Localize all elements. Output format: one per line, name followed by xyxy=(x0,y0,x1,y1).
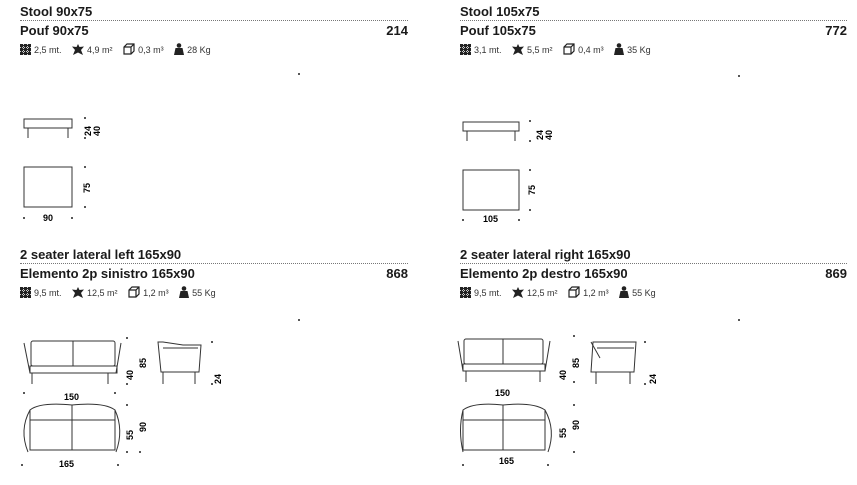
weight-icon xyxy=(179,286,190,298)
dim-width: 90 xyxy=(43,213,53,223)
fabric-spec: 3,1 mt. xyxy=(460,43,502,57)
dim-width: 105 xyxy=(483,214,498,224)
dim-depth: 75 xyxy=(527,185,537,195)
product-title-it-row: Pouf 90x75 214 xyxy=(20,22,408,39)
sofa-side-view xyxy=(157,341,202,384)
sofa-top-view xyxy=(23,403,121,453)
product-title-it-row: Elemento 2p sinistro 165x90 868 xyxy=(20,265,408,282)
leather-spec: 12,5 m² xyxy=(512,286,558,300)
product-title-it: Elemento 2p sinistro 165x90 xyxy=(20,266,195,281)
dim-arm-height: 24 xyxy=(648,374,658,384)
product-stool-90x75: Stool 90x75 Pouf 90x75 214 2,5 mt. 4,9 m… xyxy=(20,3,408,57)
volume-spec: 1,2 m³ xyxy=(128,286,169,300)
product-stool-105x75: Stool 105x75 Pouf 105x75 772 3,1 mt. 5,5… xyxy=(460,3,847,57)
dim-depth: 90 xyxy=(571,420,581,430)
product-title-it-row: Pouf 105x75 772 xyxy=(460,22,847,39)
dim-seat-depth: 55 xyxy=(125,430,135,440)
fabric-spec: 9,5 mt. xyxy=(20,286,62,300)
dim-total-height: 40 xyxy=(544,130,554,140)
dim-seat-depth: 55 xyxy=(558,428,568,438)
fabric-icon xyxy=(20,44,31,55)
leather-spec: 5,5 m² xyxy=(512,43,553,57)
leather-spec: 4,9 m² xyxy=(72,43,113,57)
stool-front-view xyxy=(462,121,520,132)
fabric-icon xyxy=(460,44,471,55)
weight-spec: 28 Kg xyxy=(174,43,211,57)
product-title-it: Elemento 2p destro 165x90 xyxy=(460,266,628,281)
sofa-front-view xyxy=(23,340,122,384)
product-code: 869 xyxy=(825,266,847,281)
fabric-spec: 9,5 mt. xyxy=(460,286,502,300)
product-2-seater-right: 2 seater lateral right 165x90 Elemento 2… xyxy=(460,246,847,300)
fabric-icon xyxy=(20,287,31,298)
dim-depth: 75 xyxy=(82,183,92,193)
product-title-en: Stool 90x75 xyxy=(20,3,408,21)
box-volume-icon xyxy=(563,43,575,55)
leather-hide-icon xyxy=(72,287,85,298)
product-title-it: Pouf 90x75 xyxy=(20,23,89,38)
spec-row: 9,5 mt. 12,5 m² 1,2 m³ 55 Kg xyxy=(20,286,408,300)
product-title-en: 2 seater lateral left 165x90 xyxy=(20,246,408,264)
dim-inner-width: 150 xyxy=(495,388,510,398)
stool-front-view xyxy=(23,118,73,129)
product-title-en: 2 seater lateral right 165x90 xyxy=(460,246,847,264)
sofa-front-view xyxy=(457,338,551,382)
dim-width: 165 xyxy=(499,456,514,466)
stool-top-view xyxy=(23,166,73,208)
dim-seat-height: 40 xyxy=(558,370,568,380)
dim-total-height: 40 xyxy=(92,126,102,136)
leather-hide-icon xyxy=(512,287,525,298)
sofa-side-view xyxy=(590,341,637,384)
fabric-spec: 2,5 mt. xyxy=(20,43,62,57)
spec-row: 2,5 mt. 4,9 m² 0,3 m³ 28 Kg xyxy=(20,43,408,57)
dim-depth: 90 xyxy=(138,422,148,432)
weight-icon xyxy=(619,286,630,298)
product-code: 214 xyxy=(386,23,408,38)
product-title-en: Stool 105x75 xyxy=(460,3,847,21)
product-code: 868 xyxy=(386,266,408,281)
dim-seat-height: 24 xyxy=(83,126,93,136)
weight-spec: 55 Kg xyxy=(619,286,656,300)
leather-hide-icon xyxy=(512,44,525,55)
volume-spec: 0,4 m³ xyxy=(563,43,604,57)
product-code: 772 xyxy=(825,23,847,38)
box-volume-icon xyxy=(123,43,135,55)
volume-spec: 1,2 m³ xyxy=(568,286,609,300)
spec-row: 3,1 mt. 5,5 m² 0,4 m³ 35 Kg xyxy=(460,43,847,57)
dim-inner-width: 150 xyxy=(64,392,79,402)
dim-width: 165 xyxy=(59,459,74,469)
dim-seat-height: 24 xyxy=(535,130,545,140)
volume-spec: 0,3 m³ xyxy=(123,43,164,57)
dim-arm-height: 24 xyxy=(213,374,223,384)
product-2-seater-left: 2 seater lateral left 165x90 Elemento 2p… xyxy=(20,246,408,300)
product-title-it-row: Elemento 2p destro 165x90 869 xyxy=(460,265,847,282)
spec-row: 9,5 mt. 12,5 m² 1,2 m³ 55 Kg xyxy=(460,286,847,300)
fabric-icon xyxy=(460,287,471,298)
stool-top-view xyxy=(462,169,520,211)
weight-spec: 55 Kg xyxy=(179,286,216,300)
dim-seat-height: 40 xyxy=(125,370,135,380)
leather-spec: 12,5 m² xyxy=(72,286,118,300)
weight-spec: 35 Kg xyxy=(614,43,651,57)
sofa-top-view xyxy=(460,403,552,453)
weight-icon xyxy=(614,43,625,55)
box-volume-icon xyxy=(128,286,140,298)
weight-icon xyxy=(174,43,185,55)
dim-total-height: 85 xyxy=(138,358,148,368)
leather-hide-icon xyxy=(72,44,85,55)
product-title-it: Pouf 105x75 xyxy=(460,23,536,38)
dim-total-height: 85 xyxy=(571,358,581,368)
box-volume-icon xyxy=(568,286,580,298)
